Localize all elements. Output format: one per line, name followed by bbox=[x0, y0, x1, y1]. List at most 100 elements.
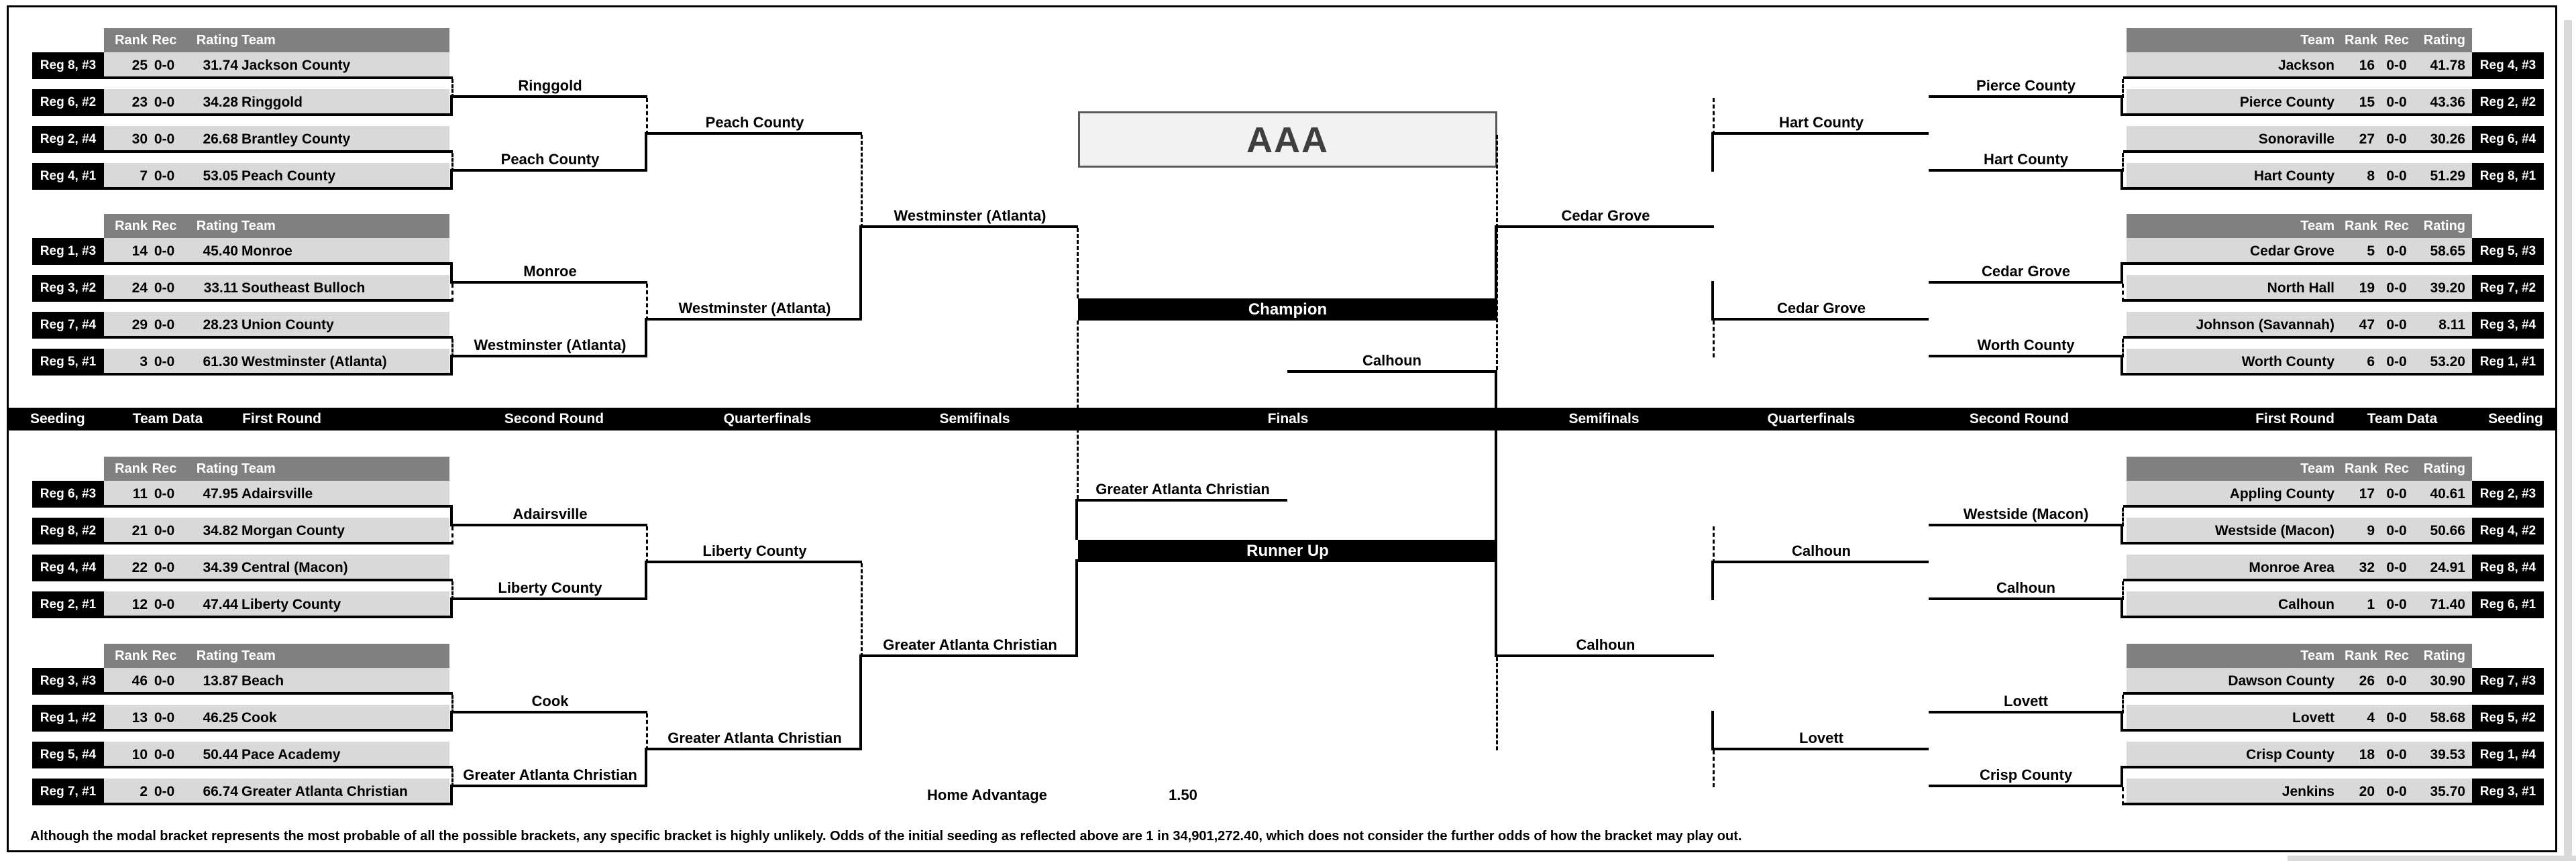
home-advantage-label: Home Advantage bbox=[927, 787, 1047, 803]
team-rank-value: 5 bbox=[2367, 243, 2375, 259]
first-round-line bbox=[104, 187, 453, 190]
team-team-value: Worth County bbox=[2241, 354, 2334, 369]
first-round-line bbox=[104, 336, 453, 339]
finals-connector-dashed bbox=[1077, 228, 1079, 298]
winner-connector bbox=[450, 169, 453, 190]
second-round-winner-label: Adairsville bbox=[513, 506, 588, 522]
round-label-first-round: First Round bbox=[2255, 411, 2334, 426]
loser-connector bbox=[451, 339, 453, 357]
semifinal-winner-label: Greater Atlanta Christian bbox=[883, 636, 1057, 653]
quarterfinal-line bbox=[1714, 748, 1929, 750]
column-header-team: Team bbox=[241, 648, 276, 663]
round-label-seeding: Seeding bbox=[30, 411, 85, 426]
column-header-rating: Rating bbox=[2423, 33, 2465, 48]
first-round-line bbox=[104, 542, 453, 544]
winner-connector bbox=[450, 785, 453, 805]
seed-box-left-3-3: Reg 7, #1 bbox=[32, 779, 104, 805]
second-round-winner-label: Cedar Grove bbox=[1981, 263, 2071, 280]
team-rank-value: 24 bbox=[131, 280, 148, 296]
winner-connector bbox=[645, 748, 647, 787]
column-header-team: Team bbox=[2300, 219, 2334, 233]
team-team-value: Jackson bbox=[2277, 58, 2334, 73]
seed-box-left-2-0: Reg 6, #3 bbox=[32, 481, 104, 508]
team-rating-value: 66.74 bbox=[203, 784, 238, 799]
team-rec-value: 0-0 bbox=[154, 58, 175, 73]
second-round-line bbox=[1929, 524, 2123, 526]
team-rating-value: 71.40 bbox=[2430, 597, 2465, 612]
quarterfinal-winner-label: Hart County bbox=[1779, 114, 1864, 131]
loser-connector bbox=[1713, 750, 1715, 787]
seed-box-left-1-2: Reg 7, #4 bbox=[32, 312, 104, 339]
seed-box-right-0-2: Reg 6, #4 bbox=[2472, 126, 2544, 153]
team-team-value: Morgan County bbox=[241, 523, 345, 538]
loser-connector bbox=[1496, 657, 1498, 750]
champion-bar: Champion bbox=[1078, 298, 1497, 321]
seed-box-left-1-1: Reg 3, #2 bbox=[32, 275, 104, 302]
seed-box-right-0-0: Reg 4, #3 bbox=[2472, 52, 2544, 79]
column-header-team: Team bbox=[2300, 33, 2334, 48]
team-rec-value: 0-0 bbox=[2386, 58, 2407, 73]
first-round-line bbox=[104, 505, 453, 508]
column-header-rec: Rec bbox=[2384, 648, 2409, 663]
column-header-team: Team bbox=[241, 219, 276, 233]
second-round-winner-label: Cook bbox=[531, 693, 569, 709]
team-rank-value: 20 bbox=[2359, 784, 2375, 799]
team-team-value: Cedar Grove bbox=[2249, 243, 2334, 259]
team-rating-value: 39.53 bbox=[2430, 747, 2465, 762]
team-team-value: Pierce County bbox=[2239, 95, 2334, 110]
team-team-value: Johnson (Savannah) bbox=[2196, 317, 2334, 333]
team-rec-value: 0-0 bbox=[2386, 486, 2407, 502]
team-rec-value: 0-0 bbox=[154, 597, 175, 612]
loser-connector bbox=[2122, 695, 2124, 713]
second-round-winner-label: Greater Atlanta Christian bbox=[463, 766, 637, 783]
team-rank-value: 7 bbox=[140, 168, 148, 184]
loser-connector bbox=[451, 581, 453, 600]
frame-bottom bbox=[7, 850, 2557, 852]
first-round-line bbox=[104, 113, 453, 116]
page-margin-strip-right bbox=[2564, 20, 2572, 861]
team-rank-value: 8 bbox=[2367, 168, 2375, 184]
team-rating-value: 8.11 bbox=[2438, 317, 2465, 333]
team-rank-value: 30 bbox=[131, 131, 148, 147]
first-round-line bbox=[2123, 187, 2472, 190]
team-rank-value: 10 bbox=[131, 747, 148, 762]
first-round-line bbox=[2123, 299, 2472, 302]
quarterfinal-winner-label: Cedar Grove bbox=[1776, 300, 1866, 317]
semifinal-line bbox=[862, 654, 1078, 657]
team-rec-value: 0-0 bbox=[2386, 710, 2407, 726]
first-round-line bbox=[2123, 262, 2472, 265]
team-rec-value: 0-0 bbox=[2386, 523, 2407, 538]
team-rank-value: 9 bbox=[2367, 523, 2375, 538]
team-team-value: Liberty County bbox=[241, 597, 341, 612]
finals-connector-solid bbox=[1075, 559, 1078, 657]
team-rec-value: 0-0 bbox=[154, 243, 175, 259]
winner-connector bbox=[2121, 766, 2123, 787]
team-rank-value: 21 bbox=[131, 523, 148, 538]
team-rank-value: 1 bbox=[2367, 597, 2375, 612]
loser-connector bbox=[451, 526, 453, 544]
team-rating-value: 31.74 bbox=[203, 58, 238, 73]
quarterfinal-line bbox=[647, 748, 862, 750]
loser-connector bbox=[2122, 79, 2124, 98]
first-round-line bbox=[104, 262, 453, 265]
second-round-line bbox=[453, 95, 647, 98]
second-round-line bbox=[453, 785, 647, 787]
team-rating-value: 41.78 bbox=[2430, 58, 2465, 73]
column-header-rec: Rec bbox=[152, 219, 177, 233]
loser-connector bbox=[646, 713, 648, 750]
team-rating-value: 50.44 bbox=[203, 747, 238, 762]
team-rating-value: 40.61 bbox=[2430, 486, 2465, 502]
seed-box-left-2-2: Reg 4, #4 bbox=[32, 555, 104, 581]
team-rating-value: 53.05 bbox=[203, 168, 238, 184]
second-round-line bbox=[1929, 785, 2123, 787]
winner-connector bbox=[2121, 524, 2123, 544]
